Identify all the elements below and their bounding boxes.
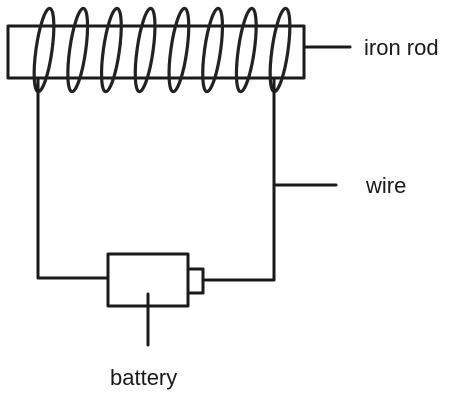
- coil-turn: [234, 6, 258, 94]
- coil-turn: [167, 6, 191, 94]
- circuit-wire: [36, 76, 276, 282]
- coil-turn: [99, 6, 123, 94]
- coil-turn: [66, 6, 90, 94]
- battery-label: battery: [110, 365, 177, 390]
- coil-turn: [268, 6, 292, 94]
- battery-terminal: [186, 267, 205, 295]
- coil-turn: [32, 6, 56, 94]
- wire-label: wire: [365, 173, 406, 198]
- iron-rod-label: iron rod: [364, 35, 439, 60]
- wire-coil: [32, 6, 292, 94]
- coil-turn: [133, 6, 157, 94]
- coil-turn: [201, 6, 225, 94]
